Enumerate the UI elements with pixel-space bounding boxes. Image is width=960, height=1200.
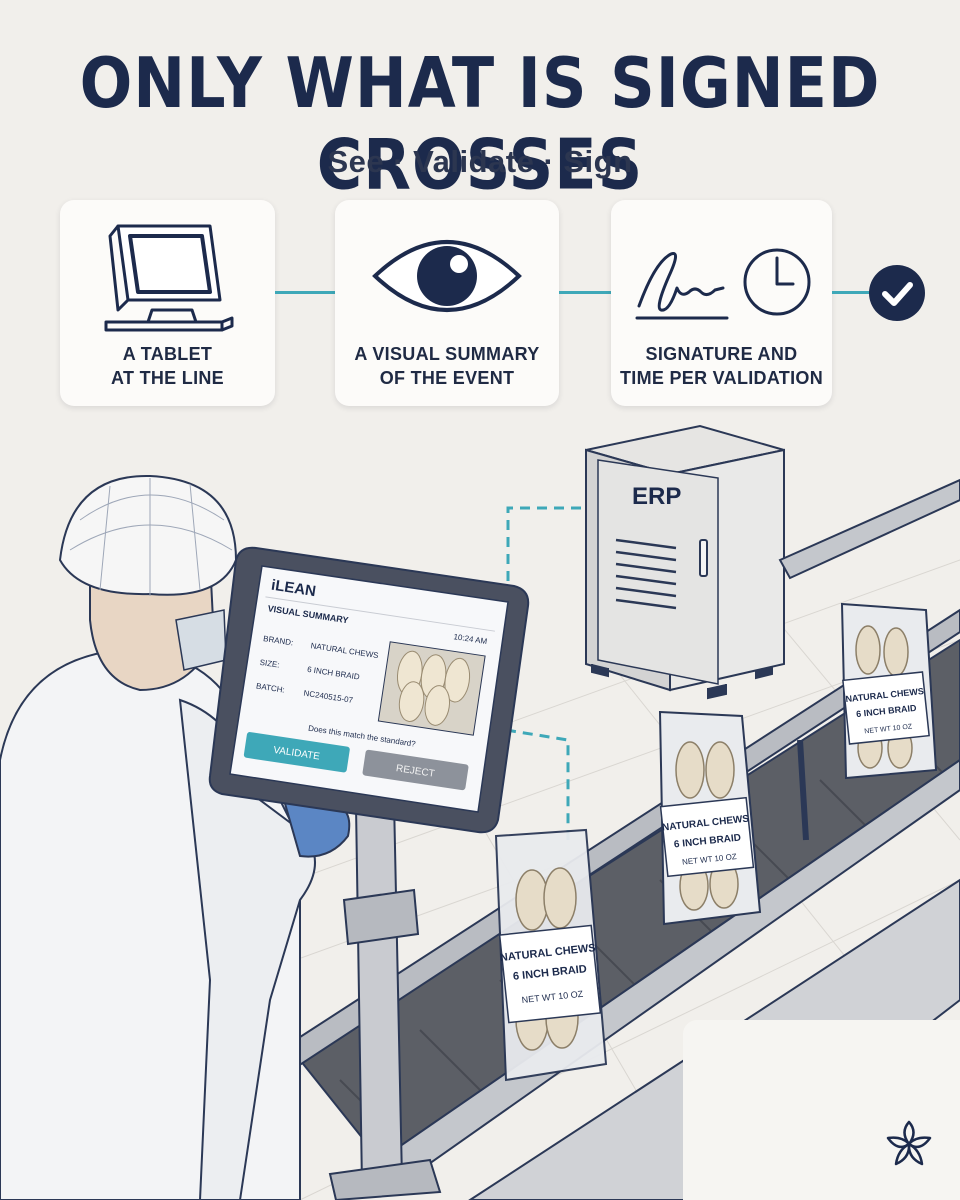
erp-cabinet: ERP [585, 424, 785, 700]
step-label-line: OF THE EVENT [379, 368, 515, 388]
page-subtitle: See · Validate · Sign [327, 144, 633, 179]
step-label-line: SIGNATURE AND [645, 344, 798, 364]
conveyor-belt [278, 478, 960, 1200]
product-photo [377, 641, 486, 736]
step-label-signature: SIGNATURE AND TIME PER VALIDATION [611, 342, 832, 390]
step-label-tablet: A TABLET AT THE LINE [60, 342, 275, 390]
reject-button[interactable] [362, 749, 469, 791]
step-label-line: A VISUAL SUMMARY [354, 344, 540, 364]
signature-clock-icon [635, 248, 811, 320]
corner-panel [683, 1020, 960, 1200]
validate-button[interactable] [243, 732, 350, 773]
package-far: NATURAL CHEWS 6 INCH BRAID NET WT 10 OZ [840, 602, 938, 780]
step-label-visual-summary: A VISUAL SUMMARY OF THE EVENT [335, 342, 559, 390]
step-card-visual-summary: A VISUAL SUMMARY OF THE EVENT [335, 200, 559, 406]
connector-line [832, 291, 870, 294]
step-label-line: AT THE LINE [111, 368, 224, 388]
erp-label: ERP [632, 483, 681, 510]
app-name: iLEAN [270, 577, 317, 600]
field-label-brand: BRAND: [263, 634, 294, 647]
connector-line [559, 291, 611, 294]
step-card-tablet: A TABLET AT THE LINE [60, 200, 275, 406]
step-label-line: A TABLET [122, 344, 213, 364]
tablet-icon [104, 224, 234, 332]
eye-icon [372, 240, 522, 312]
check-circle-icon [869, 265, 925, 321]
production-line-scene: ERP NATURAL CHEWS 6 INCH BRAID NET WT 10… [0, 424, 960, 1200]
flower-logo-icon [886, 1120, 932, 1166]
connector-line [275, 291, 335, 294]
step-card-signature: SIGNATURE AND TIME PER VALIDATION [611, 200, 832, 406]
package-middle: NATURAL CHEWS 6 INCH BRAID NET WT 10 OZ [658, 710, 762, 926]
data-link-lines [505, 506, 584, 840]
field-label-batch: BATCH: [256, 682, 286, 695]
tablet-stand [328, 798, 442, 1200]
package-near: NATURAL CHEWS 6 INCH BRAID NET WT 10 OZ [494, 828, 608, 1082]
step-label-line: TIME PER VALIDATION [619, 368, 824, 388]
field-label-size: SIZE: [259, 658, 280, 670]
page-title: ONLY WHAT IS SIGNED CROSSES [79, 42, 881, 206]
